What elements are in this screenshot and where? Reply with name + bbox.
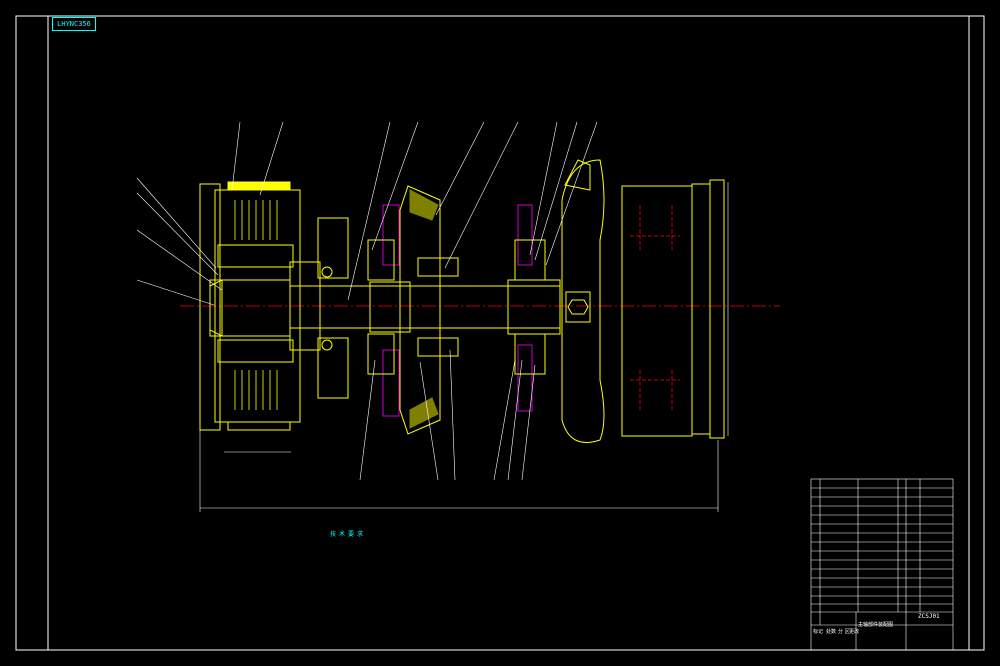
dimension-lines — [199, 182, 729, 512]
footer-label-zone: 分 区 — [838, 629, 850, 635]
drawing-stamp: LHYNC356 — [52, 17, 96, 31]
drawing-name: 主轴部件装配图 — [858, 622, 894, 628]
sheet-border-outer — [15, 15, 985, 651]
right-housing — [621, 179, 725, 439]
bearing-left — [317, 217, 349, 399]
gear-hatch-left — [382, 204, 533, 417]
title-block-grid — [810, 478, 954, 651]
drawing-code: ZCSJ01 — [918, 613, 940, 620]
large-wheel — [561, 159, 605, 443]
nuts — [367, 239, 546, 375]
footer-label-count: 处数 — [826, 629, 837, 635]
sheet-border-inner — [47, 15, 970, 651]
clutch-assembly — [199, 181, 321, 431]
leader-lines — [136, 121, 598, 481]
footer-label-mark: 标记 — [813, 629, 824, 635]
bevel-gear — [399, 185, 441, 435]
tech-notes-title: 技术要求 — [330, 531, 367, 538]
main-shaft — [290, 279, 561, 335]
footer-label-change: 更改 — [849, 629, 860, 635]
